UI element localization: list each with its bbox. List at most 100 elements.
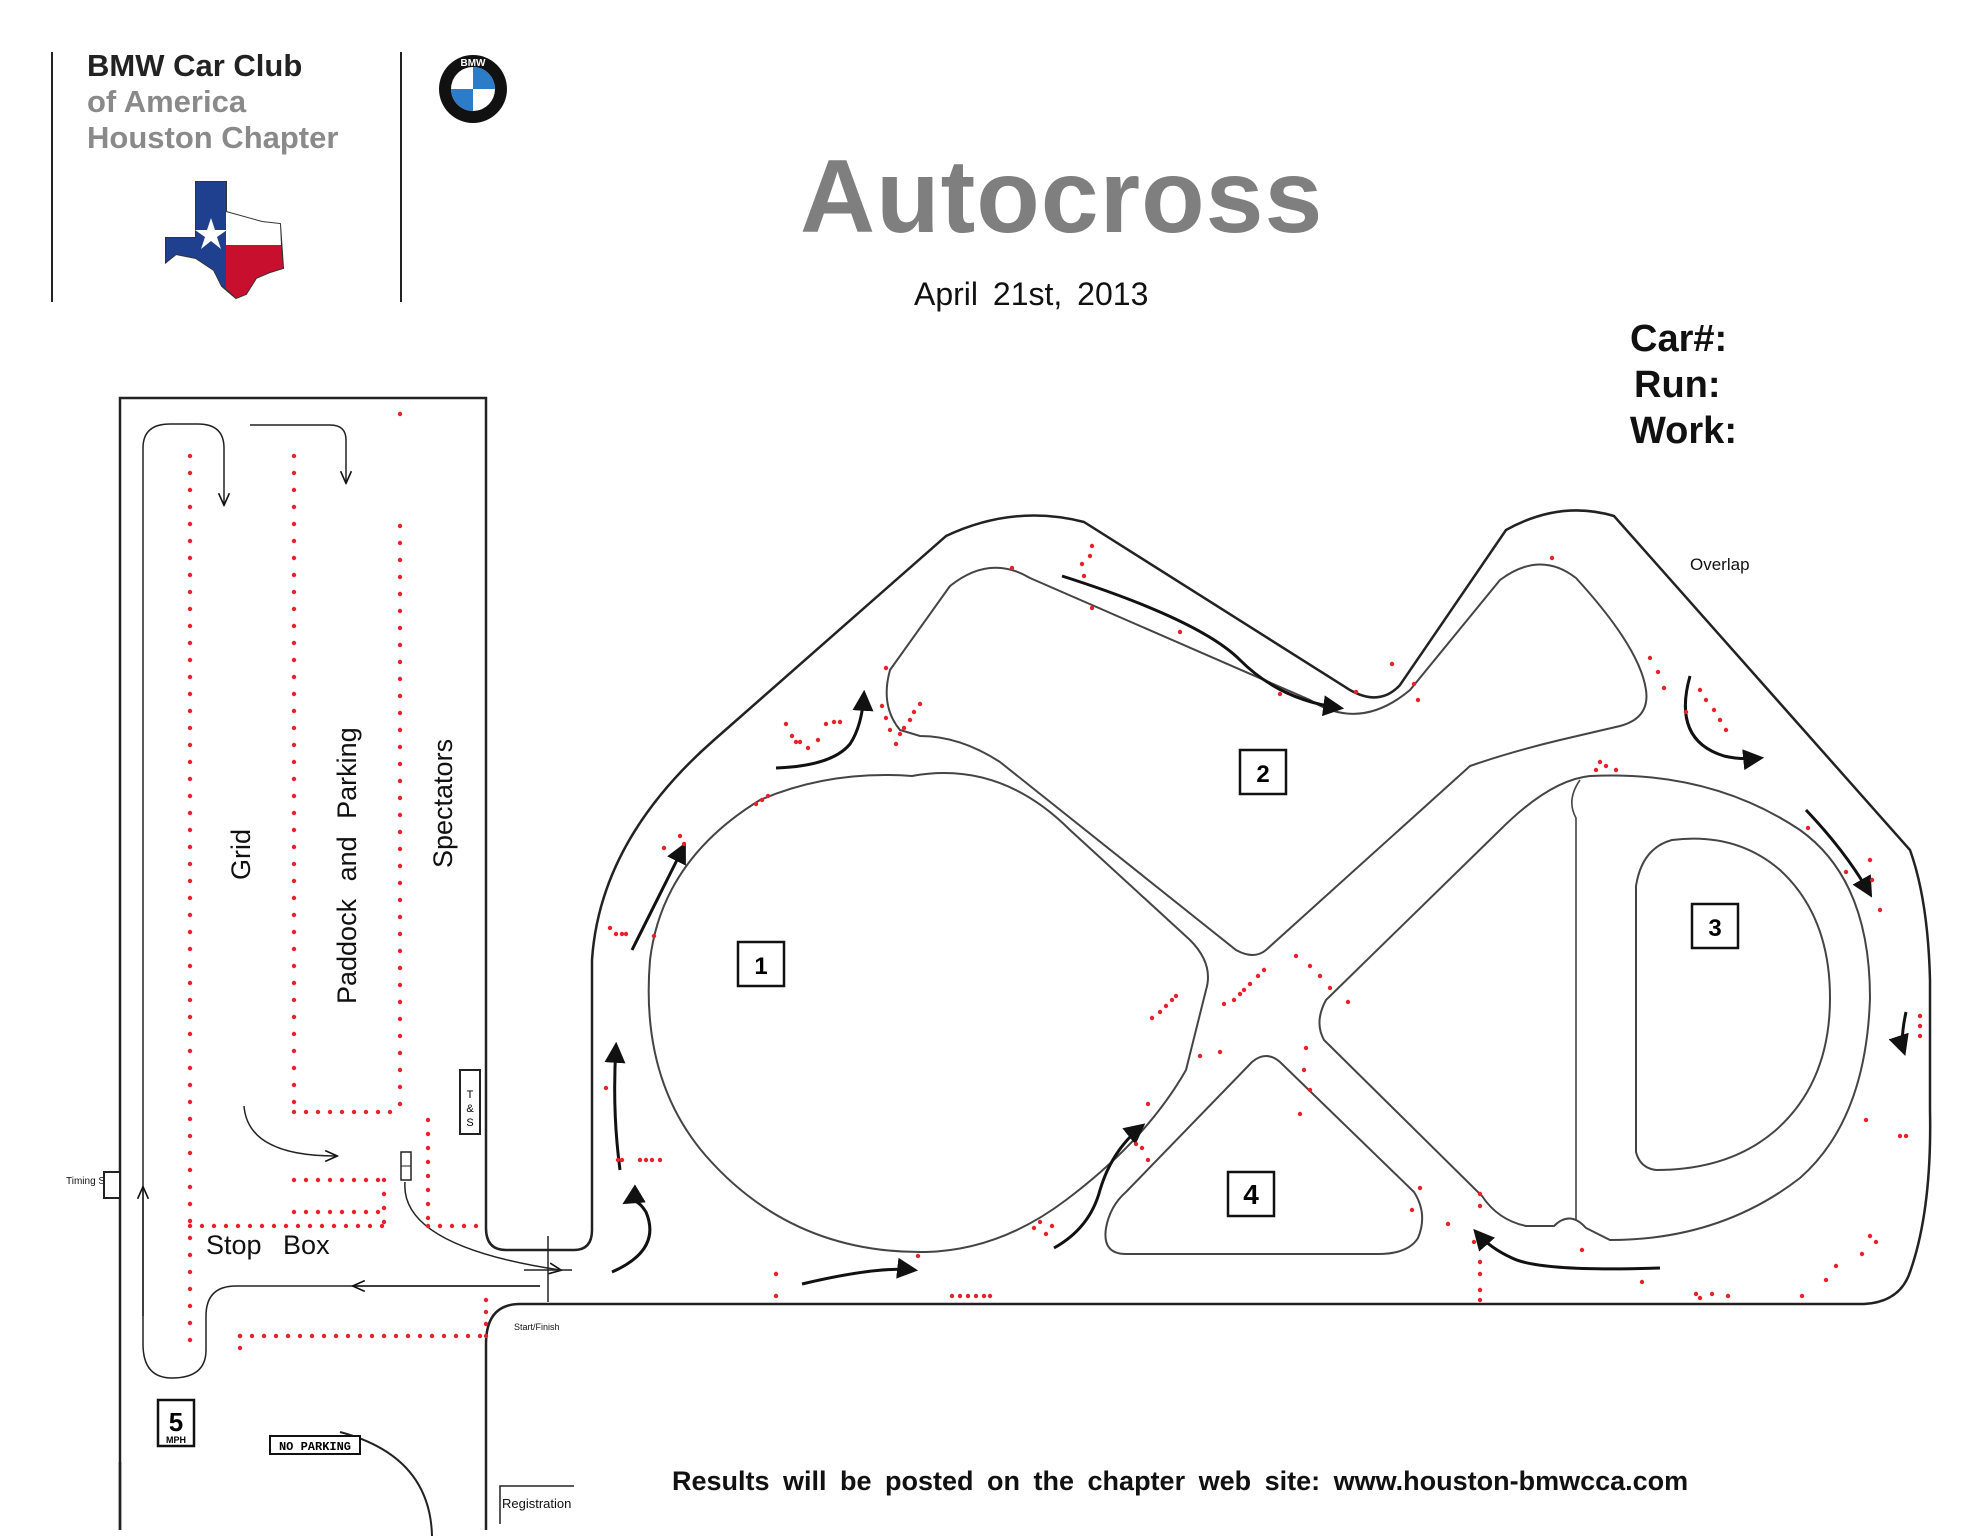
- cone: [397, 574, 403, 580]
- cone: [271, 1223, 277, 1229]
- cone: [1145, 1101, 1151, 1107]
- club-name: BMW Car Club of America Houston Chapter: [87, 48, 338, 156]
- cone: [291, 912, 297, 918]
- cone: [351, 1109, 357, 1115]
- station-4: 4: [1226, 1170, 1276, 1218]
- cone: [187, 742, 193, 748]
- cone: [623, 931, 629, 937]
- cone: [397, 1050, 403, 1056]
- cone: [1255, 973, 1261, 979]
- cone: [965, 1293, 971, 1299]
- cone: [1177, 629, 1183, 635]
- cone: [211, 1223, 217, 1229]
- registration-label: Registration: [502, 1496, 571, 1511]
- cone: [823, 721, 829, 727]
- cone: [187, 759, 193, 765]
- cone: [291, 861, 297, 867]
- cone: [397, 829, 403, 835]
- cone: [355, 1223, 361, 1229]
- map-text: Grid Paddock and Parking Spectators Stop…: [66, 555, 1750, 1511]
- cone: [637, 1157, 643, 1163]
- cone: [319, 1223, 325, 1229]
- cone: [783, 721, 789, 727]
- cone: [351, 1209, 357, 1215]
- start-finish-line: [524, 1236, 572, 1302]
- cone: [357, 1333, 363, 1339]
- cone: [607, 925, 613, 931]
- cone: [1867, 1233, 1873, 1239]
- results-note: Results will be posted on the chapter we…: [672, 1466, 1689, 1496]
- cone: [915, 1253, 921, 1259]
- cone: [397, 411, 403, 417]
- cone: [187, 538, 193, 544]
- station-4-number: 4: [1243, 1179, 1259, 1210]
- cone: [187, 470, 193, 476]
- spectators-label: Spectators: [428, 739, 458, 868]
- cone: [237, 1345, 243, 1351]
- cone: [425, 1131, 431, 1137]
- cone: [297, 1333, 303, 1339]
- car-number-label: Car#:: [1630, 318, 1728, 360]
- cone: [1261, 967, 1267, 973]
- cone: [1917, 1013, 1923, 1019]
- paddock-boundary: [118, 396, 1932, 1530]
- cone: [187, 776, 193, 782]
- cone: [397, 1101, 403, 1107]
- cone: [1823, 1277, 1829, 1283]
- cone: [303, 1209, 309, 1215]
- cone: [397, 863, 403, 869]
- cone: [333, 1333, 339, 1339]
- cone: [187, 606, 193, 612]
- cone: [453, 1333, 459, 1339]
- cone: [291, 674, 297, 680]
- cone: [187, 487, 193, 493]
- cone: [1307, 963, 1313, 969]
- cone: [363, 1209, 369, 1215]
- cone: [911, 709, 917, 715]
- cone: [273, 1333, 279, 1339]
- cone: [187, 1201, 193, 1207]
- cone: [375, 1109, 381, 1115]
- cone: [1009, 565, 1015, 571]
- cone: [339, 1209, 345, 1215]
- cone: [883, 715, 889, 721]
- cone: [295, 1223, 301, 1229]
- cone: [425, 1159, 431, 1165]
- cone: [425, 1145, 431, 1151]
- cone: [417, 1333, 423, 1339]
- cone: [1081, 573, 1087, 579]
- cone: [291, 759, 297, 765]
- cone: [1647, 655, 1653, 661]
- cone: [187, 827, 193, 833]
- track-islands: [647, 563, 1872, 1255]
- cone: [483, 1333, 489, 1339]
- cone: [441, 1333, 447, 1339]
- overlap-label: Overlap: [1690, 555, 1750, 574]
- cone: [307, 1223, 313, 1229]
- stop-box-label: Stop Box: [206, 1230, 330, 1260]
- cone: [187, 997, 193, 1003]
- cone: [187, 555, 193, 561]
- cone: [1683, 709, 1689, 715]
- registration-area: [499, 1485, 574, 1524]
- cone: [1477, 1287, 1483, 1293]
- cone: [397, 693, 403, 699]
- cone: [291, 572, 297, 578]
- cone: [1833, 1263, 1839, 1269]
- cone: [291, 1048, 297, 1054]
- cone: [1169, 997, 1175, 1003]
- cone: [1145, 1157, 1151, 1163]
- cone: [303, 1177, 309, 1183]
- cone: [1327, 985, 1333, 991]
- cone: [1613, 767, 1619, 773]
- cone: [1163, 1003, 1169, 1009]
- cone: [805, 745, 811, 751]
- cone: [187, 1286, 193, 1292]
- cone: [1799, 1293, 1805, 1299]
- cone: [1549, 555, 1555, 561]
- cone: [187, 1082, 193, 1088]
- speed-limit-unit: MPH: [166, 1435, 186, 1445]
- cone: [1417, 1185, 1423, 1191]
- cone: [1693, 1291, 1699, 1297]
- cone: [465, 1333, 471, 1339]
